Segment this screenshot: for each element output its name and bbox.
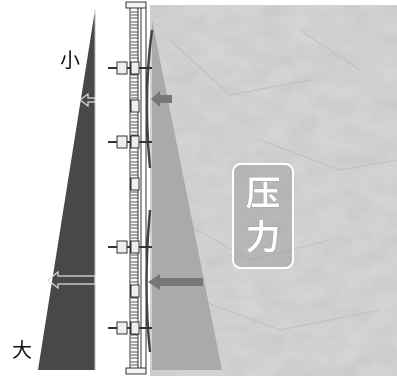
pressure-arrow-upper — [151, 91, 172, 107]
badge-char-1: 压 — [246, 174, 280, 214]
triangle-arrow-lower — [47, 270, 96, 290]
pressure-badge: 压 力 — [232, 163, 294, 269]
label-large: 大 — [12, 338, 32, 362]
triangle-arrow-upper — [79, 92, 96, 108]
form-board-lower — [145, 209, 152, 353]
pressure-arrow-lower — [148, 274, 203, 290]
panel-clamps — [130, 99, 140, 298]
tie-rod-4 — [108, 321, 152, 335]
label-small: 小 — [60, 48, 80, 72]
form-board-upper — [145, 29, 154, 169]
badge-char-2: 力 — [246, 218, 280, 258]
tie-rod-2 — [108, 135, 152, 149]
tie-rod-1 — [108, 61, 152, 75]
tie-rod-3 — [108, 240, 152, 254]
